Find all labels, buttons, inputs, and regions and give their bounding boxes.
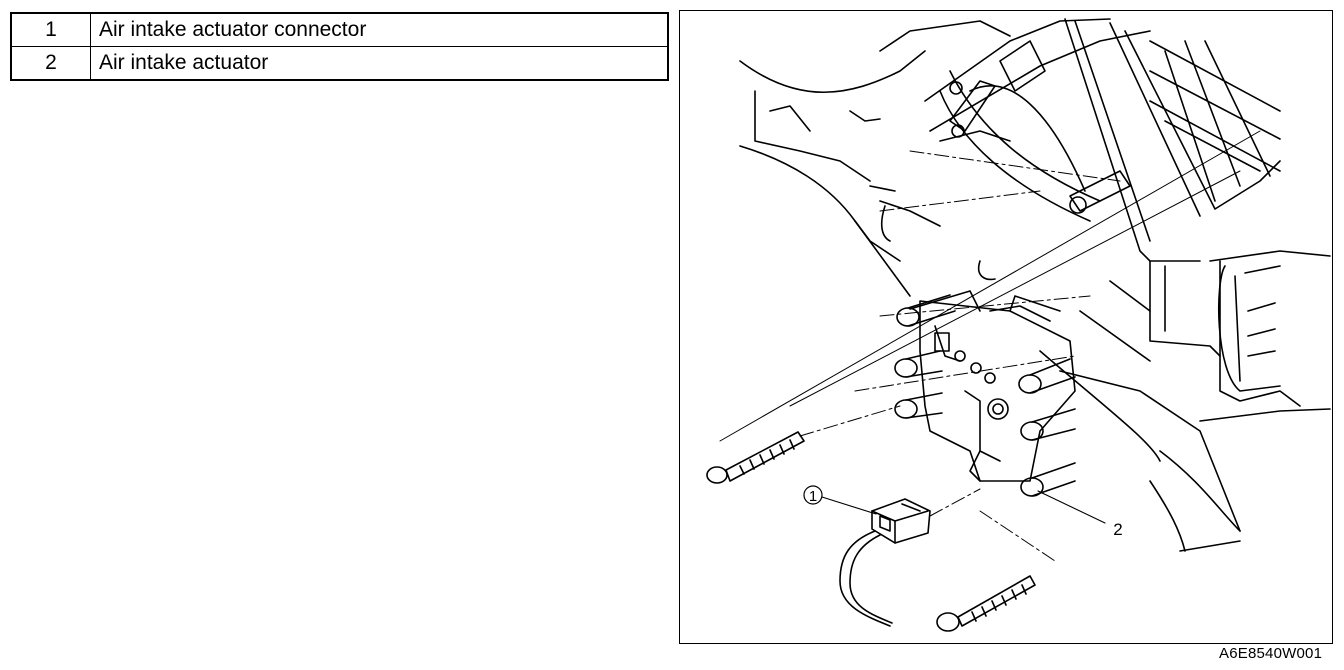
- parts-legend-table: 1 Air intake actuator connector 2 Air in…: [10, 12, 669, 81]
- legend-row-2: 2 Air intake actuator: [10, 46, 669, 81]
- actuator-exploded-drawing: 1 2: [706, 18, 1331, 632]
- callout-1: 1: [803, 485, 823, 505]
- callout-leaders: [821, 490, 1106, 524]
- actuator-connector: [839, 498, 931, 627]
- heater-unit-housing: [739, 18, 1331, 552]
- legend-label: Air intake actuator connector: [90, 12, 669, 47]
- mounting-screw-bottom: [936, 575, 1036, 632]
- legend-number: 2: [10, 46, 91, 81]
- figure-id: A6E8540W001: [1219, 645, 1323, 662]
- callout-2: 2: [1113, 520, 1122, 539]
- actuator-illustration-frame: 1 2: [679, 10, 1333, 644]
- legend-label: Air intake actuator: [90, 46, 669, 81]
- mounting-screw-left: [706, 431, 805, 484]
- legend-row-1: 1 Air intake actuator connector: [10, 12, 669, 47]
- alignment-lines: [799, 150, 1121, 562]
- callout-2-label: 2: [1113, 520, 1122, 539]
- air-mix-linkage: [949, 40, 1131, 214]
- reference-lines: [719, 130, 1261, 442]
- legend-number: 1: [10, 12, 91, 47]
- air-intake-actuator-body: [894, 290, 1076, 497]
- callout-1-label: 1: [809, 488, 817, 505]
